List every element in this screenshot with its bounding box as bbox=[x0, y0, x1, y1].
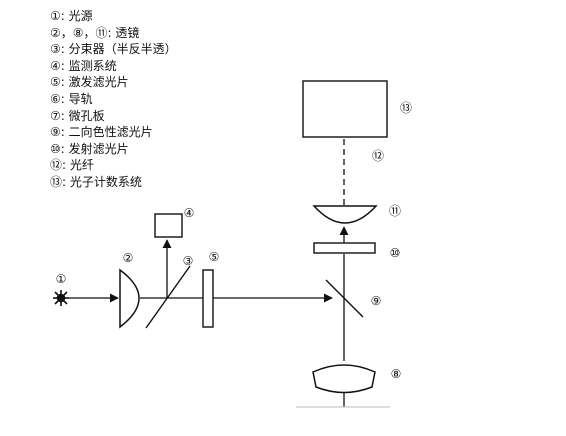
lens-8 bbox=[312, 364, 376, 394]
legend-item: ⑫: 光纤 bbox=[50, 158, 94, 173]
excitation-filter-5 bbox=[202, 269, 214, 328]
legend-item: ⑤: 激发滤光片 bbox=[50, 75, 129, 90]
legend-item: ⑨: 二向色性滤光片 bbox=[50, 125, 153, 140]
legend-item: ⑬: 光子计数系统 bbox=[50, 174, 142, 189]
legend-item: ④: 监测系统 bbox=[50, 58, 117, 73]
callout-10: ⑩ bbox=[390, 246, 401, 260]
beam-splitter-3 bbox=[145, 265, 191, 329]
callout-5: ⑤ bbox=[209, 250, 220, 264]
legend-item: ⑥: 导轨 bbox=[50, 91, 93, 106]
emission-filter-10 bbox=[313, 242, 376, 254]
callout-4: ④ bbox=[184, 206, 195, 220]
callout-8: ⑧ bbox=[391, 367, 402, 381]
photon-counting-system-13 bbox=[302, 80, 388, 138]
callout-12: ⑫ bbox=[372, 149, 384, 163]
legend-item: ③: 分束器（半反半透） bbox=[50, 42, 177, 57]
legend: ①: 光源 ②，⑧，⑪: 透镜 ③: 分束器（半反半透） ④: 监测系统 ⑤: … bbox=[50, 8, 177, 191]
lens-11 bbox=[312, 205, 378, 224]
callout-13: ⑬ bbox=[400, 101, 412, 115]
legend-item: ②，⑧，⑪: 透镜 bbox=[50, 25, 140, 40]
lens-2 bbox=[119, 268, 140, 329]
legend-item: ⑩: 发射滤光片 bbox=[50, 141, 129, 156]
legend-item: ⑦: 微孔板 bbox=[50, 108, 105, 123]
callout-1: ① bbox=[56, 272, 67, 286]
callout-3: ③ bbox=[183, 254, 194, 268]
monitoring-system-4 bbox=[154, 213, 183, 238]
callout-9: ⑨ bbox=[371, 294, 382, 308]
callout-11: ⑪ bbox=[389, 204, 401, 218]
callout-2: ② bbox=[123, 251, 134, 265]
light-source-icon bbox=[53, 290, 69, 306]
legend-item: ①: 光源 bbox=[50, 9, 93, 23]
